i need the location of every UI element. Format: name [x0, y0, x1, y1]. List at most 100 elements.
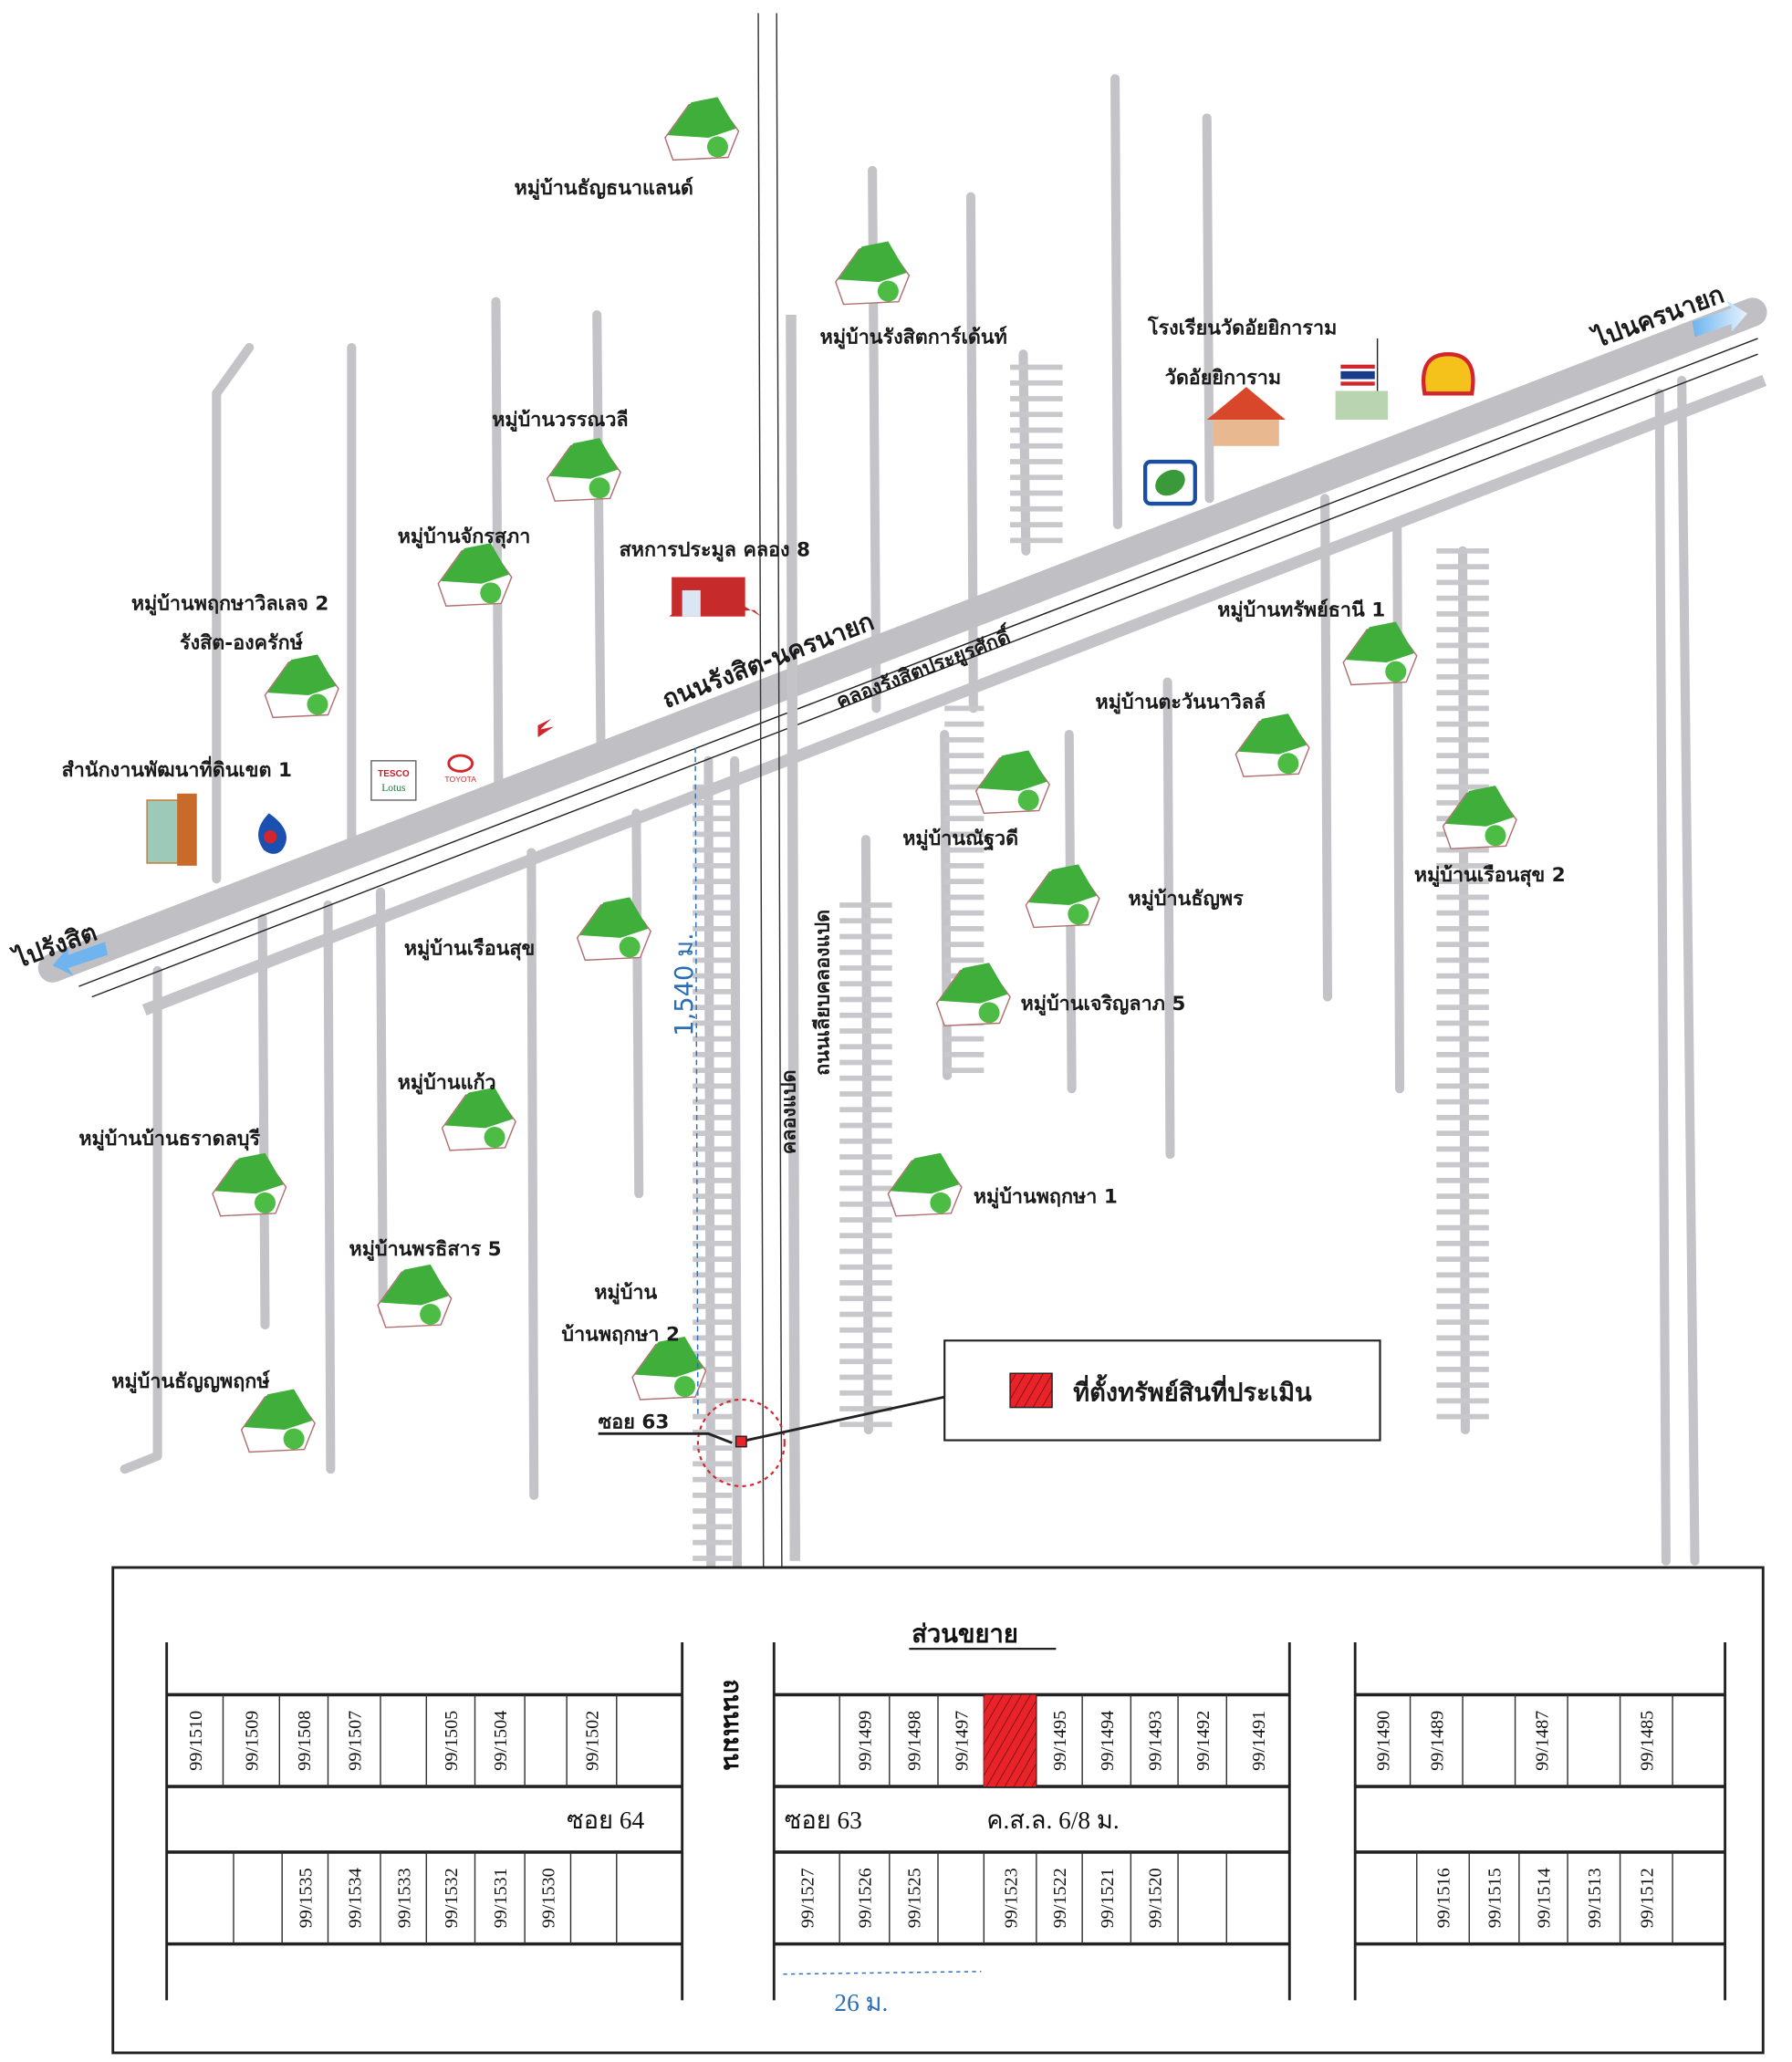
side-road — [257, 913, 270, 1330]
lot-number: 99/1502 — [583, 1711, 603, 1771]
width-dimension-line — [783, 1971, 982, 1975]
village-house-icon — [576, 897, 651, 962]
side-road — [1320, 494, 1333, 1002]
village-house-icon — [974, 750, 1051, 815]
lot-number: 99/1493 — [1145, 1711, 1165, 1771]
lot-number: 99/1498 — [905, 1711, 925, 1771]
label-nattawadee: หมู่บ้านณัฐวดี — [902, 828, 1018, 851]
lot-number: 99/1487 — [1533, 1711, 1553, 1771]
lot-number: 99/1522 — [1050, 1868, 1070, 1928]
inset-title: ส่วนขยาย — [912, 1620, 1018, 1648]
label-pruksa-2-line1: หมู่บ้าน — [594, 1281, 657, 1305]
lot-number: 99/1485 — [1638, 1711, 1658, 1771]
lot-number: 99/1525 — [905, 1868, 925, 1928]
lot-number: 99/1508 — [295, 1711, 315, 1771]
lot-number: 99/1497 — [952, 1711, 972, 1771]
thai-flag-icon — [1335, 338, 1389, 421]
temple-icon — [1206, 387, 1286, 446]
lot-number: 99/1526 — [856, 1868, 876, 1928]
side-road — [1162, 677, 1175, 1160]
svg-text:TOYOTA: TOYOTA — [444, 775, 476, 784]
lot-number: 99/1504 — [491, 1711, 511, 1771]
label-khlong8: คลองแปด — [777, 1069, 800, 1154]
village-house-icon — [887, 1152, 963, 1217]
village-house-icon — [240, 1389, 316, 1453]
label-kaew: หมู่บ้านแก้ว — [398, 1071, 496, 1095]
svg-text:Lotus: Lotus — [381, 783, 406, 794]
side-road — [730, 755, 743, 1579]
side-road — [1018, 349, 1031, 556]
label-pruksa-village-2: หมู่บ้านพฤกษาวิลเลจ 2 — [131, 593, 329, 617]
label-ruensuk-2: หมู่บ้านเรือนสุข 2 — [1414, 864, 1566, 888]
arrow-left-icon — [52, 942, 108, 976]
label-distance-1540: 1,540 ม. — [671, 932, 699, 1036]
subject-site-marker — [598, 747, 945, 1487]
side-road — [323, 900, 336, 1474]
label-soi-63: ซอย 63 — [599, 1411, 670, 1434]
lot-number: 99/1530 — [538, 1868, 558, 1928]
ptt-logo-icon — [258, 813, 287, 854]
side-road — [1202, 113, 1214, 504]
village-house-icon — [631, 1336, 707, 1401]
village-house-icon — [835, 241, 911, 306]
village-house-icon — [441, 1087, 516, 1151]
side-road — [375, 887, 388, 1317]
auction-building-icon — [669, 577, 761, 617]
lot-number: 99/1491 — [1249, 1711, 1269, 1771]
lot-number: 99/1533 — [394, 1868, 414, 1928]
village-house-icon — [546, 438, 621, 502]
village-house-icon — [664, 97, 740, 161]
lot-number: 99/1531 — [491, 1868, 511, 1928]
label-supsathani: หมู่บ้านทรัพย์ธานี 1 — [1217, 599, 1385, 623]
lot-number: 99/1527 — [797, 1868, 818, 1928]
village-house-icon — [1025, 864, 1100, 929]
side-road — [965, 192, 978, 713]
lot-number: 99/1499 — [856, 1711, 876, 1771]
side-road — [1677, 375, 1700, 1566]
label-thanyathana-land: หมู่บ้านธัญธนาแลนด์ — [515, 176, 693, 201]
label-khlong8-road: ถนนเลียบคลองแปด — [812, 910, 835, 1076]
lot-number: 99/1507 — [345, 1711, 365, 1771]
suzuki-logo-icon — [537, 718, 554, 737]
side-road — [631, 808, 644, 1199]
legend-label: ที่ตั้งทรัพย์สินที่ประเมิน — [1073, 1373, 1312, 1407]
label-tawanna: หมู่บ้านตะวันนาวิลล์ — [1096, 690, 1266, 714]
label-auction: สหการประมูล คลอง 8 — [620, 539, 810, 563]
side-road — [491, 297, 504, 792]
inset-road-spec: ค.ส.ล. 6/8 ม. — [986, 1807, 1119, 1834]
side-road — [1654, 389, 1671, 1566]
village-house-icon — [1442, 786, 1517, 849]
lot-number: 99/1516 — [1434, 1868, 1454, 1928]
lot-number: 99/1492 — [1193, 1711, 1214, 1771]
lot-number: 99/1489 — [1428, 1711, 1448, 1771]
inset-main-road: ถนนเมน — [719, 1679, 746, 1770]
lot-number: 99/1510 — [186, 1711, 206, 1771]
legend-box: ที่ตั้งทรัพย์สินที่ประเมิน — [943, 1339, 1381, 1442]
village-house-icon — [1235, 713, 1310, 777]
lot-number: 99/1515 — [1485, 1868, 1505, 1928]
side-road — [212, 342, 255, 884]
side-road — [860, 835, 873, 1435]
inset-detail: ส่วนขยาย ถนนเมน ซอย 64 ซอย 63 ค.ส.ล. 6/8… — [111, 1566, 1765, 2055]
label-pruksa-1: หมู่บ้านพฤกษา 1 — [974, 1185, 1118, 1209]
lot-number: 99/1534 — [345, 1868, 365, 1928]
khlong8-road — [757, 13, 801, 1588]
tesco-lotus-logo: TESCO Lotus — [370, 760, 417, 801]
label-pruksa-village-2-sub: รังสิต-องครักษ์ — [180, 631, 303, 655]
side-road — [526, 848, 539, 1500]
lot-number: 99/1494 — [1098, 1711, 1118, 1771]
label-land-office: สำนักงานพัฒนาที่ดินเขต 1 — [62, 755, 292, 782]
svg-text:TESCO: TESCO — [378, 769, 410, 779]
label-thanyapruk: หมู่บ้านธัญญพฤกษ์ — [111, 1369, 270, 1394]
shell-logo-icon — [1422, 352, 1475, 396]
lot-number: 99/1535 — [297, 1868, 317, 1928]
lot-number: 99/1490 — [1374, 1711, 1394, 1771]
bangchak-logo-icon — [1142, 459, 1197, 506]
inset-soi-64: ซอย 64 — [567, 1807, 644, 1834]
lot-number: 99/1495 — [1050, 1711, 1070, 1771]
land-office-building-icon — [146, 793, 197, 866]
label-thanyaporn: หมู่บ้านธัญพร — [1128, 888, 1244, 911]
lot-number: 99/1505 — [442, 1711, 462, 1771]
lot-number: 99/1520 — [1145, 1868, 1165, 1928]
village-house-icon — [264, 654, 339, 719]
